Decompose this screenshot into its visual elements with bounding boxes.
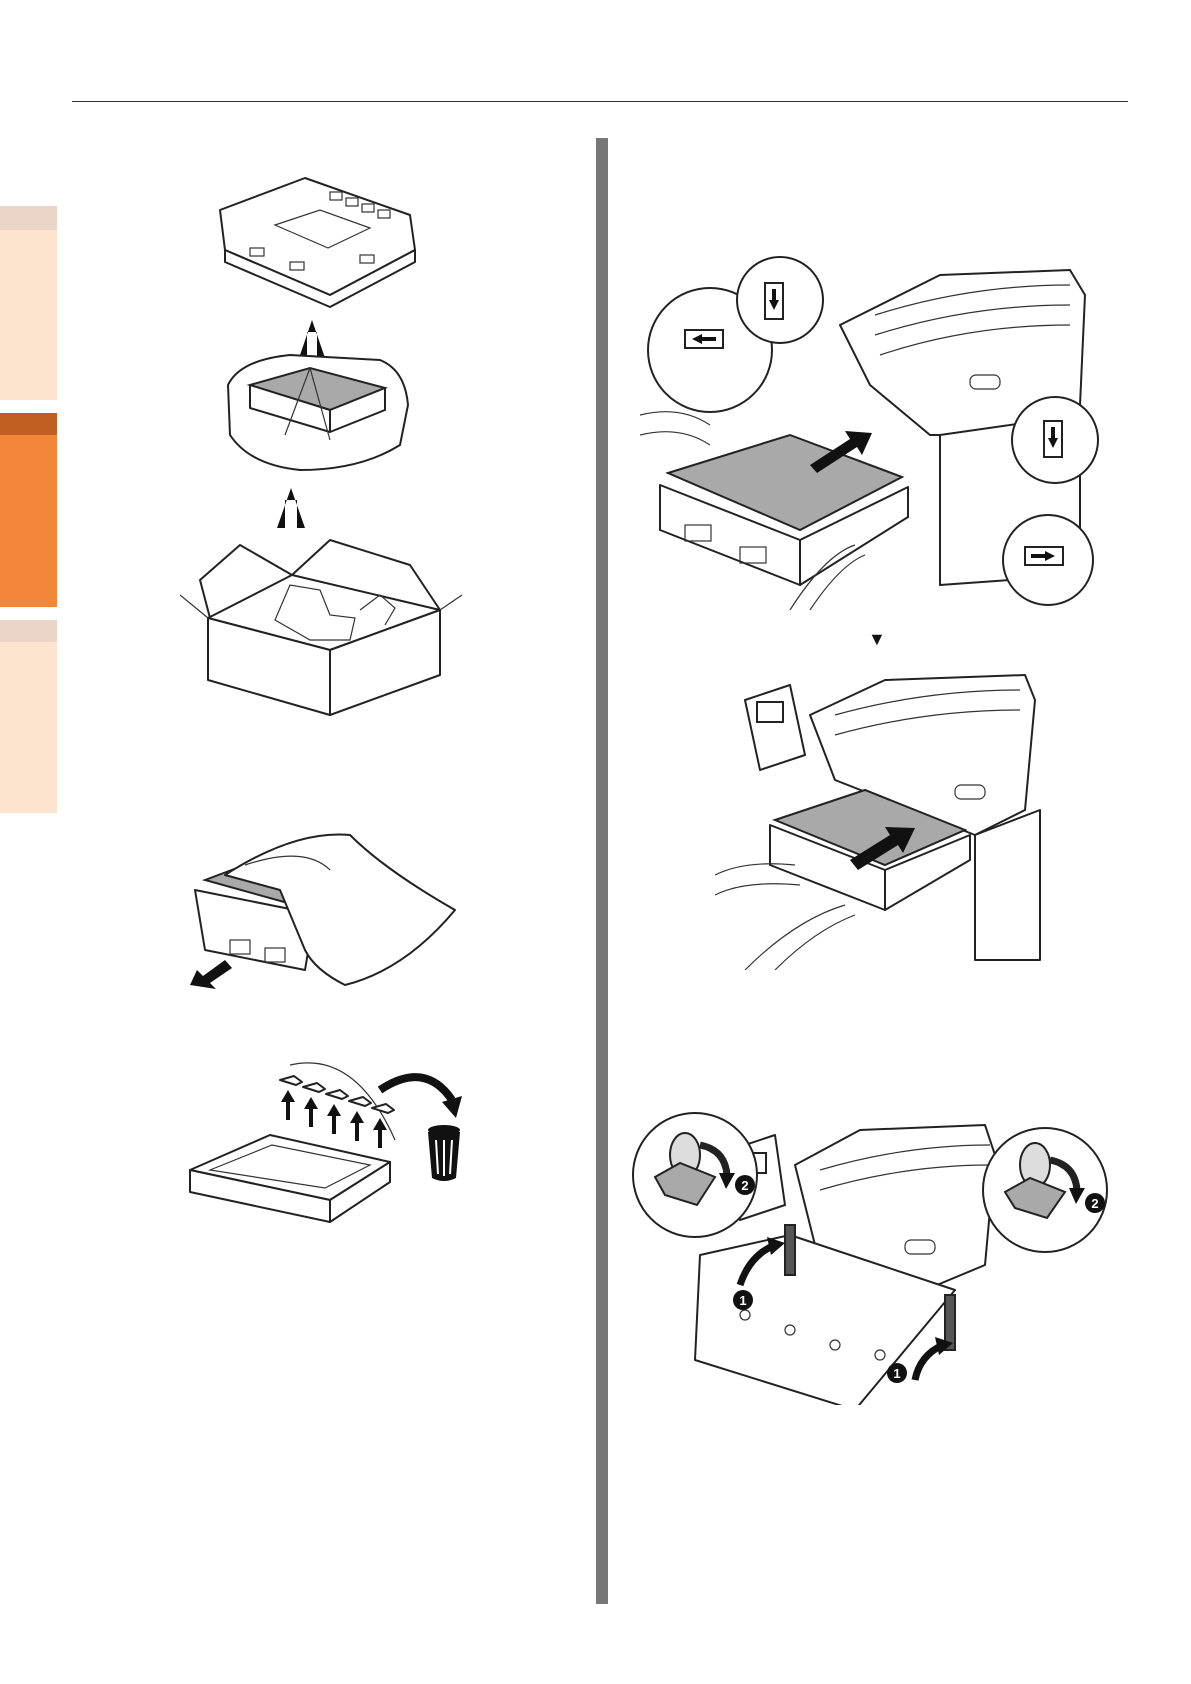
operator-panel <box>745 685 805 770</box>
side-tab-2-cap <box>0 413 57 435</box>
insert-belt-illustration <box>640 255 1110 610</box>
push-belt-illustration <box>715 660 1045 970</box>
header-rule <box>72 101 1128 102</box>
side-tab-1[interactable] <box>0 206 57 400</box>
pull-arrow-icon <box>190 960 232 989</box>
lift-arrow-icon <box>277 488 305 528</box>
protective-parts <box>280 1076 394 1113</box>
lever-callout-right: 2 <box>983 1128 1107 1252</box>
discard-parts-illustration <box>180 1050 480 1260</box>
step-2-badge: 2 <box>1085 1193 1105 1213</box>
svg-text:1: 1 <box>739 1293 746 1308</box>
shipping-box <box>180 540 462 715</box>
side-tab-3[interactable] <box>0 620 57 813</box>
side-tab-3-cap <box>0 620 57 642</box>
lock-levers-illustration: 2 2 1 1 <box>625 1105 1125 1405</box>
side-tab-1-cap <box>0 206 57 230</box>
lift-arrow-icon <box>299 320 325 358</box>
guide-callout-bottom-right <box>1003 515 1093 605</box>
unpacking-illustration <box>180 170 480 740</box>
packing-tray <box>220 178 415 307</box>
step-1-badge: 1 <box>887 1363 907 1383</box>
lever-callout-left: 2 <box>633 1113 757 1237</box>
step-down-marker: ▼ <box>868 630 886 648</box>
step-1-badge: 1 <box>733 1290 753 1310</box>
column-divider <box>596 138 608 1604</box>
guide-callout-top <box>737 257 823 343</box>
side-tab-2-active[interactable] <box>0 413 57 607</box>
remove-bag-illustration <box>185 830 465 1000</box>
trash-can-icon <box>428 1125 460 1181</box>
svg-text:1: 1 <box>893 1366 900 1381</box>
svg-text:2: 2 <box>741 1178 748 1193</box>
guide-callout-right <box>1012 397 1098 483</box>
transfer-belt-in-bag <box>228 355 408 470</box>
transfer-belt-unit <box>660 435 908 585</box>
svg-text:2: 2 <box>1091 1196 1098 1211</box>
step-2-badge: 2 <box>735 1175 755 1195</box>
